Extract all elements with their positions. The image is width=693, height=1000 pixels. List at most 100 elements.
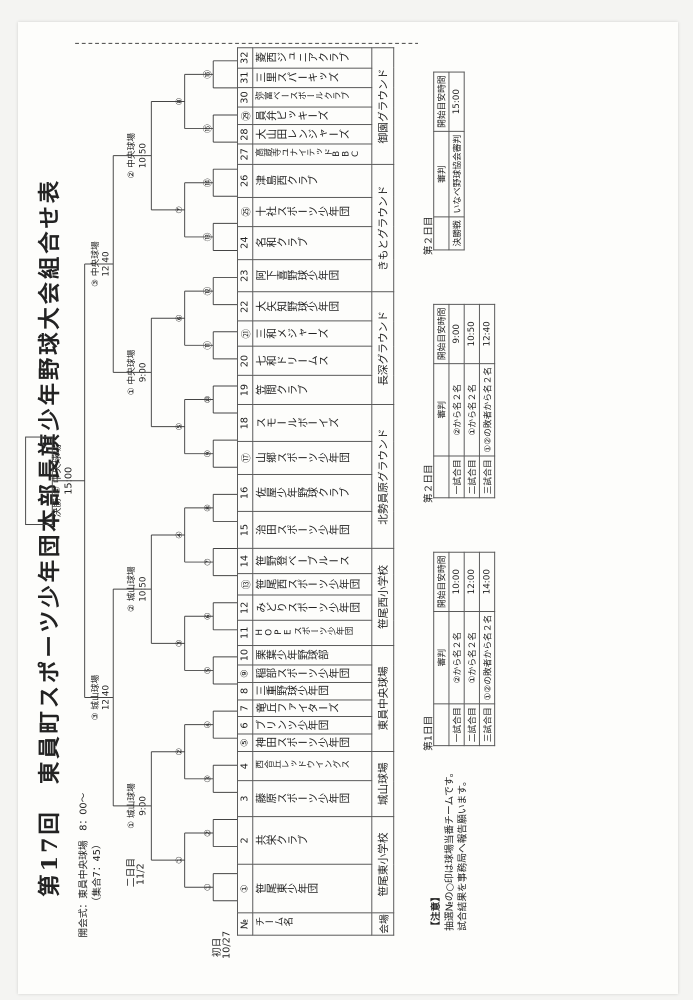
schedule-header: 審判 bbox=[433, 363, 449, 456]
header-name: チーム名 bbox=[252, 912, 372, 936]
team-no: 10 bbox=[237, 645, 253, 666]
venue-cell: 御園グラウンド bbox=[371, 47, 394, 165]
schedule-cell: 三試合目 bbox=[479, 703, 495, 746]
notes-line2: 試合結果を事務局へ報告願います。 bbox=[458, 776, 469, 931]
team-no: 18 bbox=[237, 404, 253, 442]
team-no: ㉙ bbox=[237, 107, 253, 125]
team-no: 14 bbox=[237, 548, 253, 574]
team-no: ㉑ bbox=[237, 321, 253, 347]
team-no: 27 bbox=[237, 144, 253, 165]
team-name: 阿下喜野球少年団 bbox=[252, 259, 372, 293]
team-no: ⑰ bbox=[237, 441, 253, 475]
team-no: 30 bbox=[237, 87, 253, 108]
team-name: 藤原スポーツ少年団 bbox=[252, 780, 372, 817]
team-name: 稲部スポーツ少年団 bbox=[252, 665, 372, 683]
team-no: 11 bbox=[237, 620, 253, 646]
team-name: 笹野登ベーブルース bbox=[252, 548, 372, 574]
schedule-header: 審判 bbox=[433, 131, 449, 217]
team-name: 西合丘レッドウイングス bbox=[252, 751, 372, 781]
schedule-cell: ①から名２名 bbox=[464, 363, 480, 456]
team-name: 佐屋少年野球クラブ bbox=[252, 474, 372, 512]
team-no: 8 bbox=[237, 682, 253, 700]
schedule-cell: いなべ野球協会審判 bbox=[448, 131, 465, 217]
schedule-cell: 二試合目 bbox=[464, 703, 480, 746]
venue-cell: 笹尾東小学校 bbox=[371, 816, 394, 913]
schedule-cell: 二試合目 bbox=[464, 455, 480, 498]
team-name: 笠間クラブ bbox=[252, 375, 372, 405]
team-name: 七和ドリームス bbox=[252, 346, 372, 376]
team-name: 栗葉少年野球部 bbox=[252, 645, 372, 666]
schedule-cell: 9:00 bbox=[448, 304, 465, 364]
team-no: 19 bbox=[237, 375, 253, 405]
team-no: 4 bbox=[237, 751, 253, 781]
schedule-cell: 12:00 bbox=[464, 552, 480, 612]
rotated-page: 第17回 東員町スポーツ少年団本部長旗少年野球大会組合せ表 開会式：東員中央球場… bbox=[18, 22, 678, 994]
team-no: ① bbox=[237, 864, 253, 913]
schedule-cell: 12:40 bbox=[479, 304, 495, 364]
schedule2-day: 第２日目 bbox=[423, 464, 435, 504]
team-name: 大山田レンジャーズ bbox=[252, 124, 372, 145]
venue-cell: 北勢員原グラウンド bbox=[371, 404, 394, 549]
schedule-cell: ②から名２名 bbox=[448, 611, 465, 704]
team-no: 12 bbox=[237, 595, 253, 621]
team-no: 28 bbox=[237, 124, 253, 145]
schedule-header bbox=[433, 455, 449, 498]
team-no: 6 bbox=[237, 716, 253, 735]
team-name: 大矢知野球少年団 bbox=[252, 292, 372, 322]
team-name: 三和メジャーズ bbox=[252, 321, 372, 347]
schedule-cell: 一試合目 bbox=[448, 703, 465, 746]
team-no: 23 bbox=[237, 259, 253, 293]
champion-box bbox=[25, 436, 53, 526]
team-name: 津島西クラブ bbox=[252, 164, 372, 198]
notes-head: 【注意】 bbox=[431, 891, 442, 931]
team-name: 高蔵寺ユナイテッドBBC bbox=[252, 144, 372, 165]
team-name: 神田スポーツ少年団 bbox=[252, 734, 372, 752]
team-name: ブリンツ少年団 bbox=[252, 716, 372, 735]
team-name: 笹尾西スポーツ少年団 bbox=[252, 573, 372, 596]
team-name: 菱西ジュニアクラブ bbox=[252, 47, 372, 68]
team-no: 15 bbox=[237, 511, 253, 549]
schedule-cell: 14:00 bbox=[479, 552, 495, 612]
notes-line1: 抽選№の○印は球場当番チームです。 bbox=[444, 767, 456, 931]
team-no: 32 bbox=[237, 47, 253, 68]
team-no: 2 bbox=[237, 816, 253, 865]
venue-cell: きもとグラウンド bbox=[371, 164, 394, 293]
schedule1-day: 第1日目 bbox=[423, 715, 435, 751]
schedule-cell: 三試合目 bbox=[479, 455, 495, 498]
team-name: 竜丘ファイターズ bbox=[252, 699, 372, 717]
schedule-cell: 10:50 bbox=[464, 304, 480, 364]
team-name: 共栄クラブ bbox=[252, 816, 372, 865]
team-name: 三里スパーキッズ bbox=[252, 67, 372, 88]
schedule-cell: ①から名２名 bbox=[464, 611, 480, 704]
team-no: ㉕ bbox=[237, 197, 253, 227]
team-no: ⑬ bbox=[237, 573, 253, 596]
team-name: スモールボーイズ bbox=[252, 404, 372, 442]
schedule3-day: 第２日目 bbox=[423, 216, 435, 256]
schedule-cell: 10:00 bbox=[448, 552, 465, 612]
team-no: 16 bbox=[237, 474, 253, 512]
team-no: ⑨ bbox=[237, 665, 253, 683]
team-no: 26 bbox=[237, 164, 253, 198]
team-no: ⑤ bbox=[237, 734, 253, 752]
team-name: 十社スポーツ少年団 bbox=[252, 197, 372, 227]
schedule-header bbox=[433, 216, 449, 250]
header-venue: 会場 bbox=[371, 912, 394, 936]
venue-cell: 笹尾西小学校 bbox=[371, 548, 394, 646]
schedule-cell: ②から名２名 bbox=[448, 363, 465, 456]
schedule-header: 審判 bbox=[433, 611, 449, 704]
schedule-cell: 一試合目 bbox=[448, 455, 465, 498]
team-name: 笹尾東少年団 bbox=[252, 864, 372, 913]
team-name: 弥富ベースボールクラブ bbox=[252, 87, 372, 108]
schedule-header: 開始目安時間 bbox=[433, 72, 449, 132]
team-name: HOPEスポーツ少年団 bbox=[252, 620, 372, 646]
team-no: 24 bbox=[237, 226, 253, 260]
team-no: 31 bbox=[237, 67, 253, 88]
schedule-cell: ①②の敗者から名２名 bbox=[479, 611, 495, 704]
schedule-header: 開始目安時間 bbox=[433, 304, 449, 364]
schedule-cell: 15:00 bbox=[448, 72, 465, 132]
team-no: 22 bbox=[237, 292, 253, 322]
venue-cell: 城山球場 bbox=[371, 751, 394, 817]
